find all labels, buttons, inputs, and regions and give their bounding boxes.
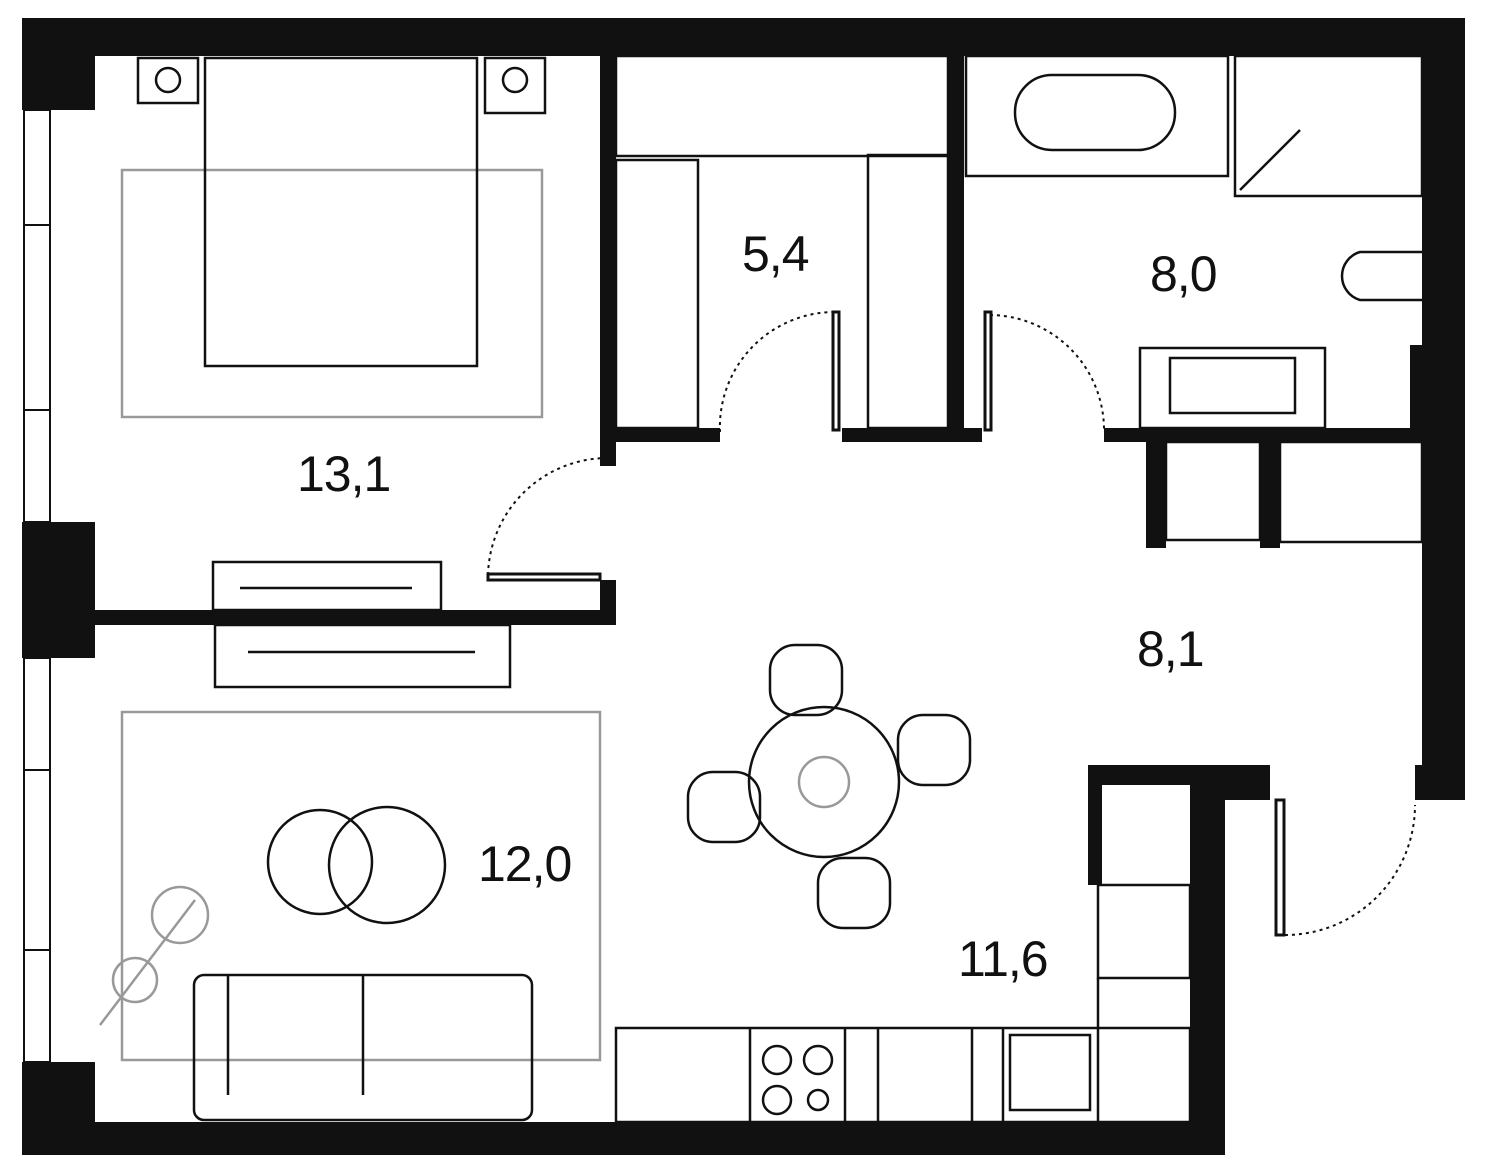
walls xyxy=(22,18,1465,1155)
room-area-kitchen-dining: 11,6 xyxy=(958,931,1049,987)
room-area-hallway: 8,1 xyxy=(1137,621,1205,677)
room-area-wardrobe: 5,4 xyxy=(742,226,810,282)
room-area-living-room: 12,0 xyxy=(478,836,572,892)
door-leaves xyxy=(486,310,1286,937)
room-area-bathroom: 8,0 xyxy=(1150,246,1218,302)
doors xyxy=(487,311,1416,936)
furniture xyxy=(99,54,1424,1124)
room-area-bedroom: 13,1 xyxy=(297,446,391,502)
windows xyxy=(23,109,51,1063)
